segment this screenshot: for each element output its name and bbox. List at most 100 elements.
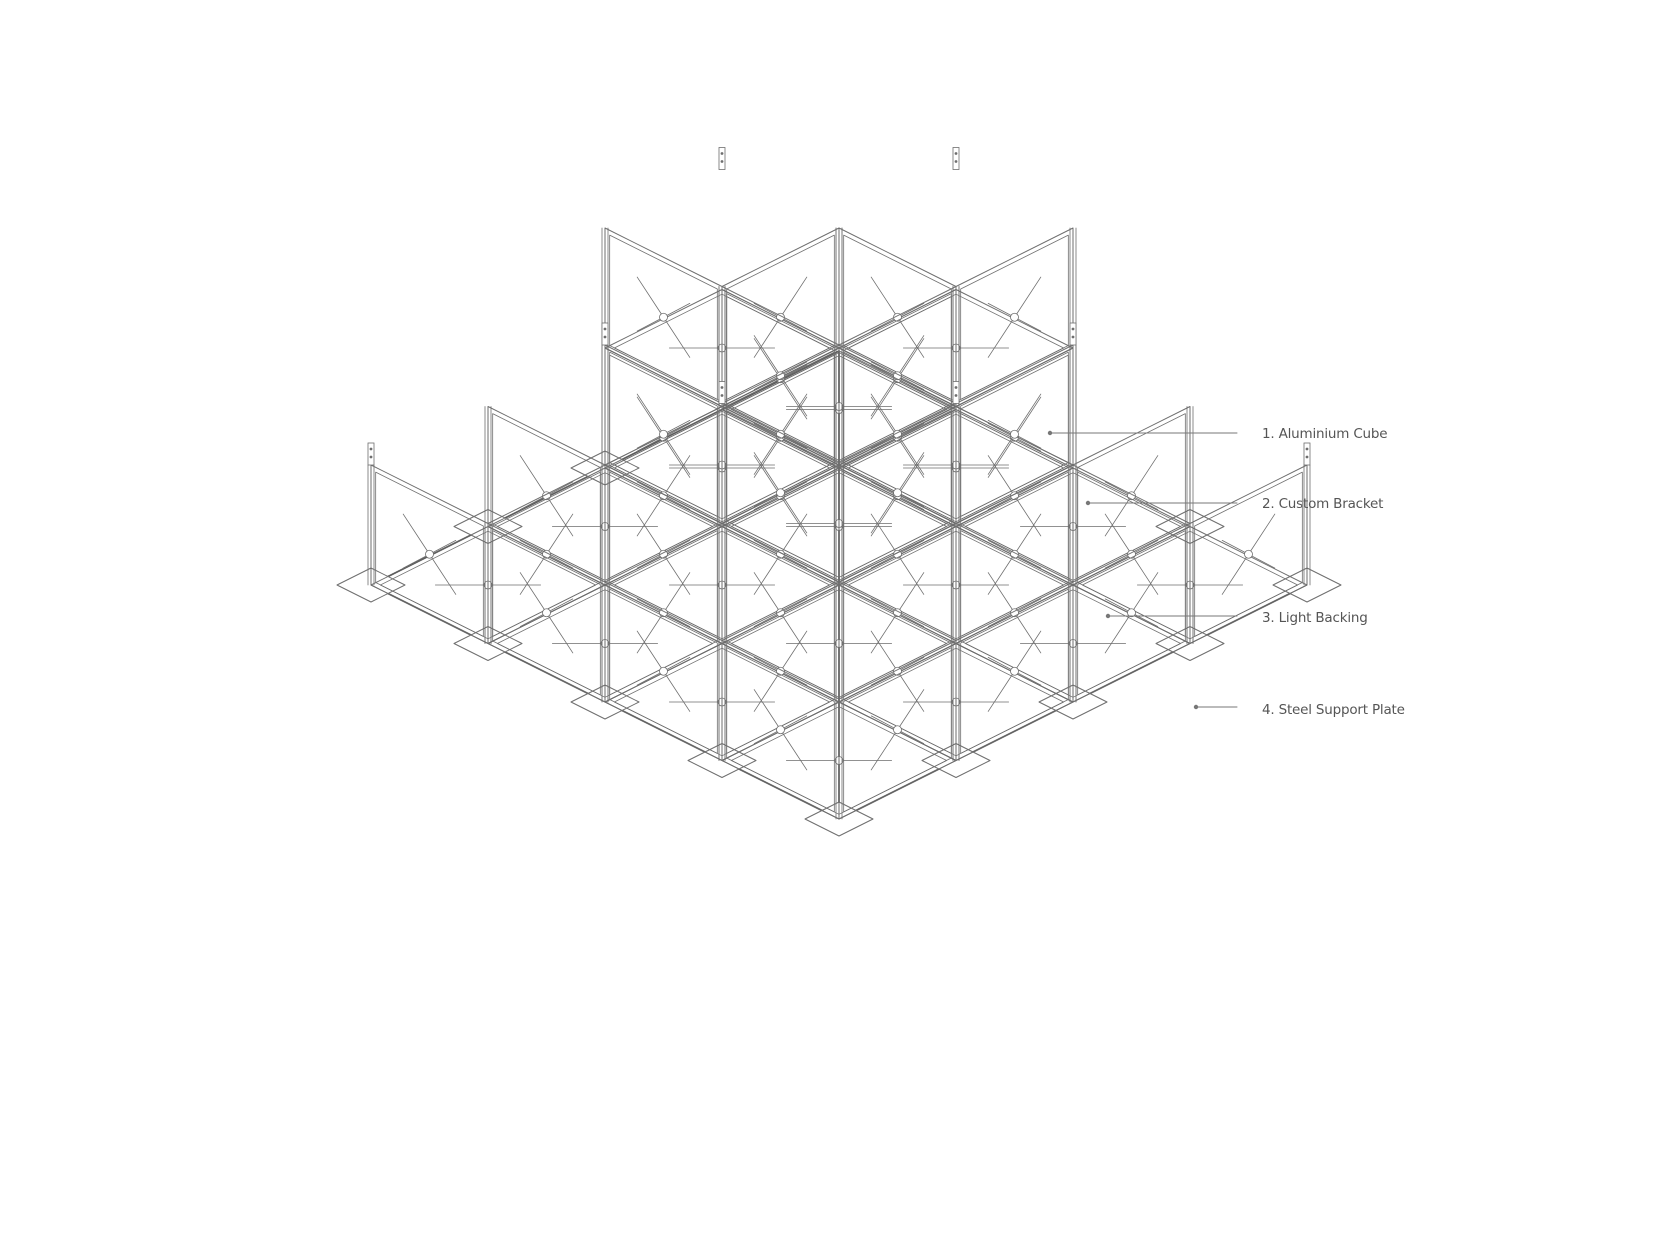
light-backing-arm — [1131, 553, 1159, 595]
light-backing-arm — [663, 420, 691, 435]
light-backing-arm — [1131, 572, 1159, 614]
light-backing-arm — [897, 657, 925, 672]
light-backing-arm — [870, 513, 898, 555]
light-backing-arm — [753, 492, 781, 507]
bracket-bolt — [1071, 327, 1075, 331]
light-backing-arm — [1014, 612, 1042, 654]
light-backing-arm — [987, 670, 1015, 712]
light-backing-arm — [519, 495, 547, 510]
light-backing-arm — [663, 572, 691, 614]
light-backing-arm — [519, 612, 547, 627]
bracket-tab — [718, 147, 726, 170]
light-backing-arm — [780, 553, 808, 569]
light-backing-arm — [636, 316, 664, 332]
bracket-bolt — [720, 152, 724, 155]
custom-bracket — [952, 381, 960, 404]
light-backing-hub — [542, 608, 551, 618]
light-backing-arm — [897, 420, 925, 435]
light-backing-hub — [1010, 429, 1019, 439]
brackets-layer — [367, 147, 1311, 466]
light-backing-arm — [870, 478, 898, 494]
label-steel-support-plate: 4. Steel Support Plate — [1262, 702, 1405, 718]
light-backing-arm — [519, 540, 547, 555]
light-backing-arm — [753, 495, 781, 510]
light-backing-arm — [780, 715, 808, 731]
light-backing-arm — [897, 433, 925, 475]
light-backing-arm — [1104, 598, 1132, 614]
aluminium-cube — [1069, 464, 1311, 644]
light-backing-arm — [519, 572, 547, 614]
light-backing-arm — [780, 612, 808, 654]
cube-panel-inner — [1077, 530, 1186, 696]
light-backing-arm — [870, 361, 898, 377]
light-backing-arm — [1131, 455, 1159, 497]
light-backing-arm — [753, 572, 781, 614]
light-backing-arm — [402, 513, 430, 555]
leader-steel-support-plate-dot — [1193, 704, 1199, 710]
light-backing-arm — [1014, 433, 1042, 449]
leader-aluminium-cube-dot — [1047, 430, 1053, 436]
light-backing-arm — [897, 689, 925, 731]
light-backing-arm — [1104, 553, 1132, 569]
light-backing-arm — [780, 433, 808, 449]
light-backing-arm — [870, 378, 898, 420]
light-backing-arm — [753, 316, 781, 358]
light-backing-arm — [753, 553, 781, 595]
light-backing-arm — [1248, 553, 1276, 569]
light-backing-arm — [870, 495, 898, 537]
light-backing-arm — [663, 495, 691, 510]
light-backing-arm — [897, 572, 925, 614]
light-backing-arm — [897, 303, 925, 318]
light-backing-arm — [987, 433, 1015, 475]
bracket-bolt — [1071, 335, 1075, 339]
leader-light-backing-dot — [1105, 613, 1111, 619]
custom-bracket — [367, 442, 375, 466]
bracket-tab — [367, 442, 375, 466]
cube-frames-layer — [367, 227, 1311, 820]
bracket-tab — [1069, 322, 1077, 346]
light-backing-arm — [987, 572, 1015, 614]
cube-panel-inner — [609, 588, 718, 754]
light-backing-arm — [753, 433, 781, 475]
leader-lines-layer — [1047, 430, 1238, 710]
light-backing-arm — [897, 495, 925, 510]
light-backing-arm — [870, 316, 898, 332]
light-backing-arm — [636, 436, 664, 452]
light-backing-arm — [753, 436, 781, 478]
light-backing-arm — [897, 316, 925, 358]
light-backing-arm — [546, 513, 574, 555]
custom-bracket — [1069, 322, 1077, 346]
light-backing-arm — [663, 670, 691, 712]
leader-custom-bracket-dot — [1085, 500, 1091, 506]
bracket-bolt — [720, 394, 724, 397]
light-backing-arm — [753, 375, 781, 390]
light-backing-arm — [636, 276, 664, 318]
light-backing-arm — [636, 553, 664, 569]
aluminium-cube — [718, 403, 960, 583]
light-backing-arm — [753, 452, 781, 494]
light-backing-arm — [780, 375, 808, 417]
cube-panel-inner — [375, 471, 484, 637]
cube-panel-inner — [960, 234, 1069, 400]
light-backing-arm — [753, 338, 781, 380]
light-backing-arm — [1221, 540, 1249, 555]
bracket-tab — [952, 147, 960, 170]
light-backing-arm — [897, 455, 925, 497]
light-backing-arm — [402, 553, 430, 569]
bracket-bolt — [369, 455, 373, 459]
light-backing-arm — [663, 455, 691, 497]
light-backing-arm — [546, 612, 574, 654]
light-backing-arm — [870, 612, 898, 654]
light-backing-arm — [1014, 670, 1042, 686]
light-backing-arm — [1014, 513, 1042, 555]
light-backing-arm — [663, 436, 691, 478]
bracket-tab — [952, 381, 960, 404]
light-backing-arm — [1014, 630, 1042, 672]
light-backing-arm — [780, 513, 808, 555]
light-backing-arm — [987, 303, 1015, 318]
light-backing-arm — [1014, 396, 1042, 438]
light-backing-arm — [987, 540, 1015, 555]
light-backing-arm — [636, 433, 664, 449]
light-backing-arm — [1248, 513, 1276, 555]
